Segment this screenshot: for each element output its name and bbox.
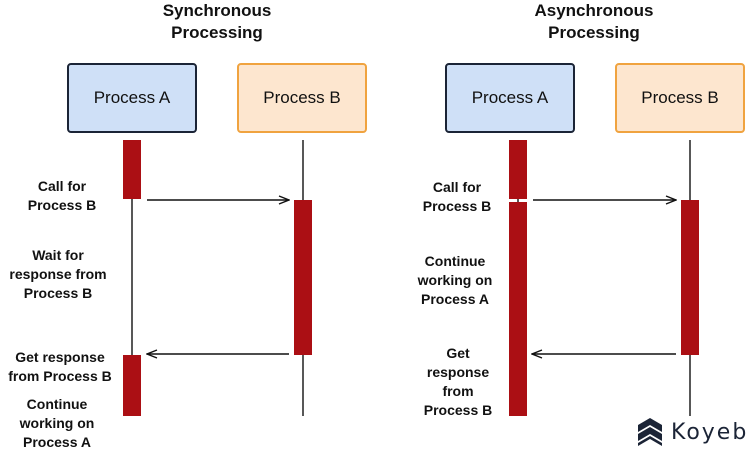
sync-label-continue-line1: Continue [26,396,88,412]
async-label-get-line2: response [426,364,490,380]
async-label-continue-line3: Process A [421,291,489,307]
sync-label-wait-line2: response from [9,266,107,282]
async-title-line1: Asynchronous [534,1,654,20]
sync-activation-a-bottom [123,355,141,416]
sync-title-line1: Synchronous [162,1,272,20]
sync-label-get-line1: Get response [15,349,105,365]
sync-label-continue-line3: Process A [23,434,91,450]
async-label-get-line1: Get [446,345,470,361]
sync-label-call-line1: Call for [37,178,87,194]
async-process-a-box: Process A [445,63,575,133]
sync-label-wait-line1: Wait for [32,247,84,263]
async-label-continue: Continue working on Process A [390,252,520,309]
async-label-continue-line2: working on [417,272,493,288]
sync-label-get-line2: from Process B [8,368,112,384]
sync-activation-b [294,200,312,355]
async-process-b-label: Process B [641,88,719,107]
async-activation-b [681,200,699,355]
sync-title-line2: Processing [171,23,263,42]
sync-label-call-line2: Process B [27,197,97,213]
async-title-line2: Processing [548,23,640,42]
sync-process-a-box: Process A [67,63,197,133]
sync-label-wait-line3: Process B [23,285,93,301]
async-label-call: Call for Process B [392,178,522,216]
sync-label-continue-line2: working on [19,415,95,431]
async-label-call-line2: Process B [422,198,492,214]
async-activation-a-top [509,140,527,199]
async-label-get-line3: from [442,383,474,399]
koyeb-logo-text: Koyeb [671,420,749,445]
async-title: Asynchronous Processing [494,0,694,44]
sync-activation-a-top [123,140,141,199]
sync-label-call: Call for Process B [0,177,127,215]
sync-process-a-label: Process A [93,88,171,107]
sync-title: Synchronous Processing [117,0,317,44]
async-process-b-box: Process B [615,63,745,133]
sync-label-get: Get response from Process B [0,348,125,386]
sync-process-b-label: Process B [263,88,341,107]
async-label-call-line1: Call for [432,179,482,195]
koyeb-logo-icon [638,418,662,446]
async-activation-a-main [509,202,527,416]
async-label-continue-line1: Continue [424,253,486,269]
sync-process-b-box: Process B [237,63,367,133]
async-process-a-label: Process A [471,88,549,107]
sync-label-continue: Continue working on Process A [0,395,122,452]
async-label-get-line4: Process B [423,402,493,418]
async-label-get: Get response from Process B [393,344,523,420]
sync-label-wait: Wait for response from Process B [0,246,123,303]
